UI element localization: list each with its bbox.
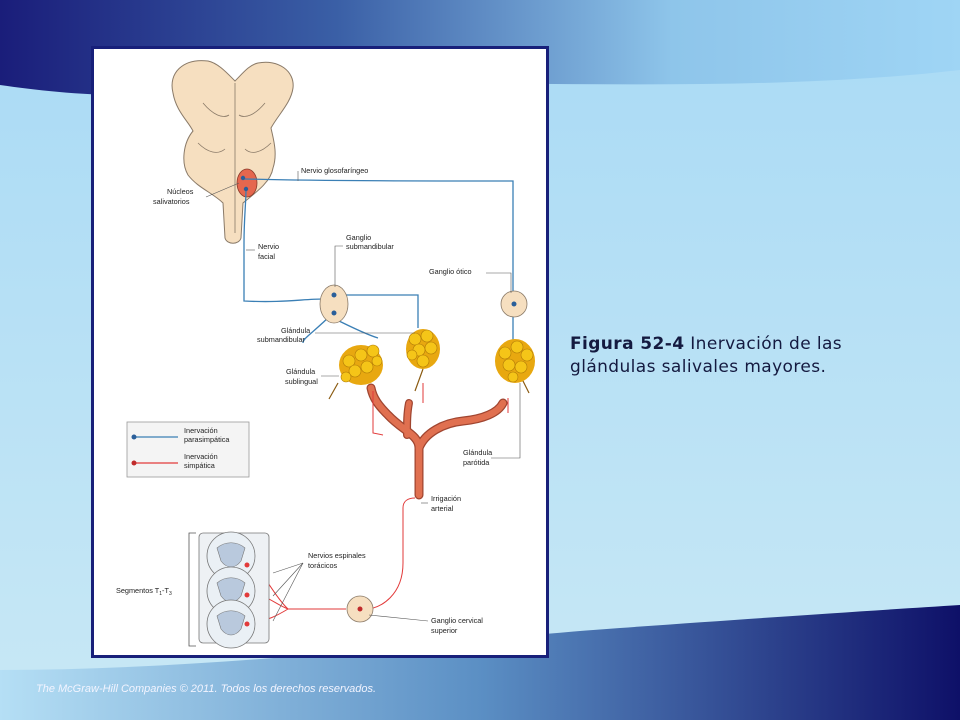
label-otico: Ganglio ótico [429, 267, 472, 276]
arterial-tree [366, 383, 508, 500]
label-submand-ganglion-2: submandibular [346, 242, 394, 251]
parasympathetic-pathways [243, 178, 514, 344]
label-facial-2: facial [258, 252, 275, 261]
submandibular-ganglion [319, 284, 349, 324]
salivatory-nuclei [236, 168, 258, 198]
label-gl-subling-2: sublingual [285, 377, 318, 386]
label-gl-submand-1: Glándula [281, 326, 311, 335]
otic-ganglion [500, 290, 528, 318]
caption-figure-number: Figura 52-4 [570, 334, 685, 354]
submandibular-gland [406, 329, 440, 392]
salivary-innervation-diagram: Inervación parasimpática Inervación simp… [116, 60, 535, 649]
label-espinales-1: Nervios espinales [308, 551, 366, 560]
legend-simp-line2: simpática [184, 461, 216, 470]
caption-text: Inervación de las glándulas salivales ma… [570, 334, 843, 377]
legend-simp-line1: Inervación [184, 452, 218, 461]
legend: Inervación parasimpática Inervación simp… [126, 421, 250, 478]
label-cervical-2: superior [431, 626, 458, 635]
label-gl-submand-2: submandibular [257, 335, 305, 344]
sublingual-gland [328, 344, 383, 400]
figure-caption: Figura 52-4 Inervación de las glándulas … [570, 333, 860, 379]
label-parotida-2: parótida [463, 458, 490, 467]
label-gl-subling-1: Glándula [286, 367, 316, 376]
leader-lines [205, 171, 521, 622]
label-segmentos: Segmentos T1-T3 [116, 586, 172, 597]
label-irrigacion-1: Irrigación [431, 494, 461, 503]
label-facial-1: Nervio [258, 242, 279, 251]
label-espinales-2: torácicos [308, 561, 338, 570]
parotid-gland [495, 339, 535, 394]
copyright-footer: The McGraw-Hill Companies © 2011. Todos … [36, 683, 377, 695]
label-cervical-1: Ganglio cervical [431, 616, 483, 625]
superior-cervical-ganglion [346, 595, 374, 623]
label-nucleos-1: Núcleos [167, 187, 194, 196]
legend-para-line1: Inervación [184, 426, 218, 435]
label-glosofaringeo: Nervio glosofaríngeo [301, 166, 368, 175]
label-irrigacion-2: arterial [431, 504, 454, 513]
label-nucleos-2: salivatorios [153, 197, 190, 206]
figure-panel: Inervación parasimpática Inervación simp… [91, 46, 549, 658]
spinal-cord-segments [188, 531, 270, 649]
legend-para-line2: parasimpática [184, 435, 230, 444]
brainstem [171, 60, 294, 244]
label-parotida-1: Glándula [463, 448, 493, 457]
label-submand-ganglion-1: Ganglio [346, 233, 371, 242]
